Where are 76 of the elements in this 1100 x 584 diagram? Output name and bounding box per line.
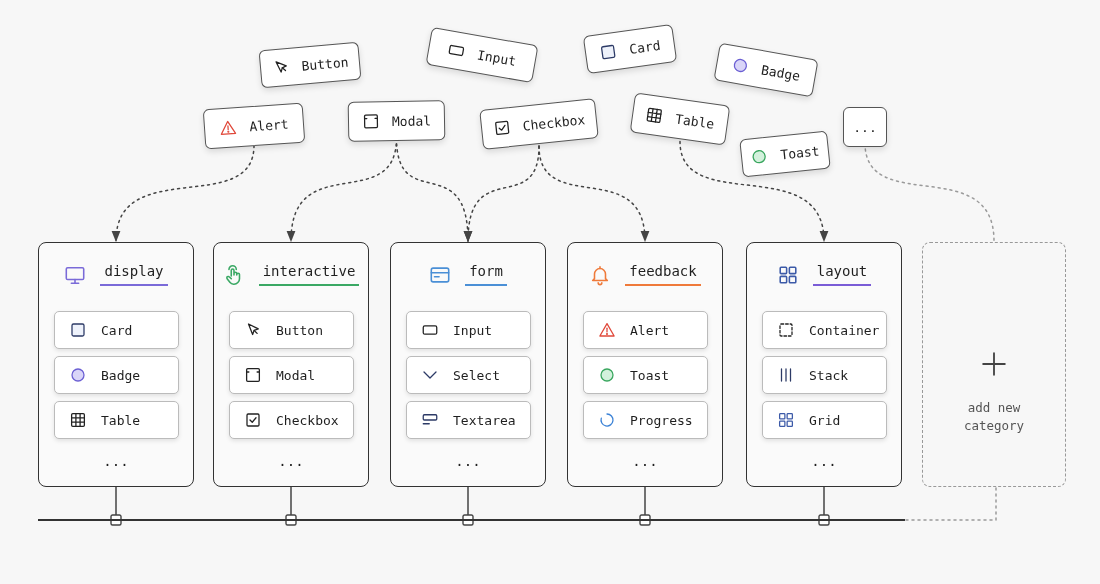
category-card [567, 242, 723, 487]
component-chip [583, 356, 708, 394]
chip-label: Table [101, 412, 141, 428]
component-chip [54, 401, 179, 439]
dotted-arrow [679, 140, 827, 243]
category-card [38, 242, 194, 487]
chip-label: Badge [101, 367, 141, 383]
chip-label: Card [101, 322, 133, 338]
component-tag [347, 100, 446, 142]
chip-label: Textarea [453, 412, 516, 428]
chip-label: Alert [630, 322, 670, 338]
bus-line [38, 519, 905, 521]
more-indicator: ... [810, 453, 838, 469]
chip-label: Toast [630, 367, 670, 383]
bus-connector [639, 486, 651, 526]
component-chip [583, 401, 708, 439]
component-tag [843, 107, 887, 147]
tag-label: Input [476, 46, 518, 69]
category-title: display [100, 263, 168, 286]
component-chip [583, 311, 708, 349]
component-chip [406, 356, 531, 394]
tag-label: Button [300, 54, 349, 74]
chip-label: Grid [809, 412, 841, 428]
component-chip [406, 401, 531, 439]
bus-connector [818, 486, 830, 526]
category-title: form [465, 263, 507, 286]
category-title: feedback [625, 263, 701, 286]
component-chip [762, 311, 887, 349]
component-tag [582, 23, 678, 75]
chip-label: Select [453, 367, 500, 383]
bus-connector [110, 486, 122, 526]
component-tag [629, 92, 731, 146]
category-card [390, 242, 546, 487]
component-tag [713, 42, 819, 98]
dashed-connector [905, 487, 997, 521]
category-hint: add new category [962, 399, 1026, 435]
component-chip [762, 401, 887, 439]
more-indicator: ... [102, 453, 130, 469]
tag-label: Alert [248, 116, 289, 134]
component-chip [54, 356, 179, 394]
chip-label: Stack [809, 367, 849, 383]
chip-label: Input [453, 322, 493, 338]
component-chip [406, 311, 531, 349]
component-chip [229, 401, 354, 439]
component-tag [479, 98, 599, 150]
tag-label: Modal [391, 112, 432, 129]
more-indicator: ... [631, 453, 659, 469]
component-chip [54, 311, 179, 349]
tag-label: Card [628, 37, 662, 57]
category-title: layout [812, 263, 872, 286]
chip-label: Modal [276, 367, 316, 383]
component-tag [202, 102, 306, 150]
tag-label: Table [674, 110, 716, 132]
component-chip [229, 356, 354, 394]
chip-label: Container [809, 322, 880, 338]
category-card [213, 242, 369, 487]
add-category-card [922, 242, 1066, 487]
component-tag [258, 41, 362, 89]
dotted-arrow [113, 144, 255, 243]
bus-connector [462, 486, 474, 526]
bus-connector [285, 486, 297, 526]
category-card [746, 242, 902, 487]
more-indicator: ... [277, 453, 305, 469]
tag-label: Checkbox [522, 111, 586, 134]
category-title: interactive [258, 263, 360, 286]
tag-label: ... [853, 119, 877, 135]
component-chip [229, 311, 354, 349]
chip-label: Checkbox [276, 412, 339, 428]
chip-label: Progress [630, 412, 693, 428]
component-tag [739, 130, 831, 178]
dotted-arrow [538, 145, 649, 243]
chip-label: Button [276, 322, 323, 338]
tag-label: Toast [779, 142, 821, 162]
more-indicator: ... [454, 453, 482, 469]
component-chip [762, 356, 887, 394]
tag-label: Badge [760, 61, 802, 84]
